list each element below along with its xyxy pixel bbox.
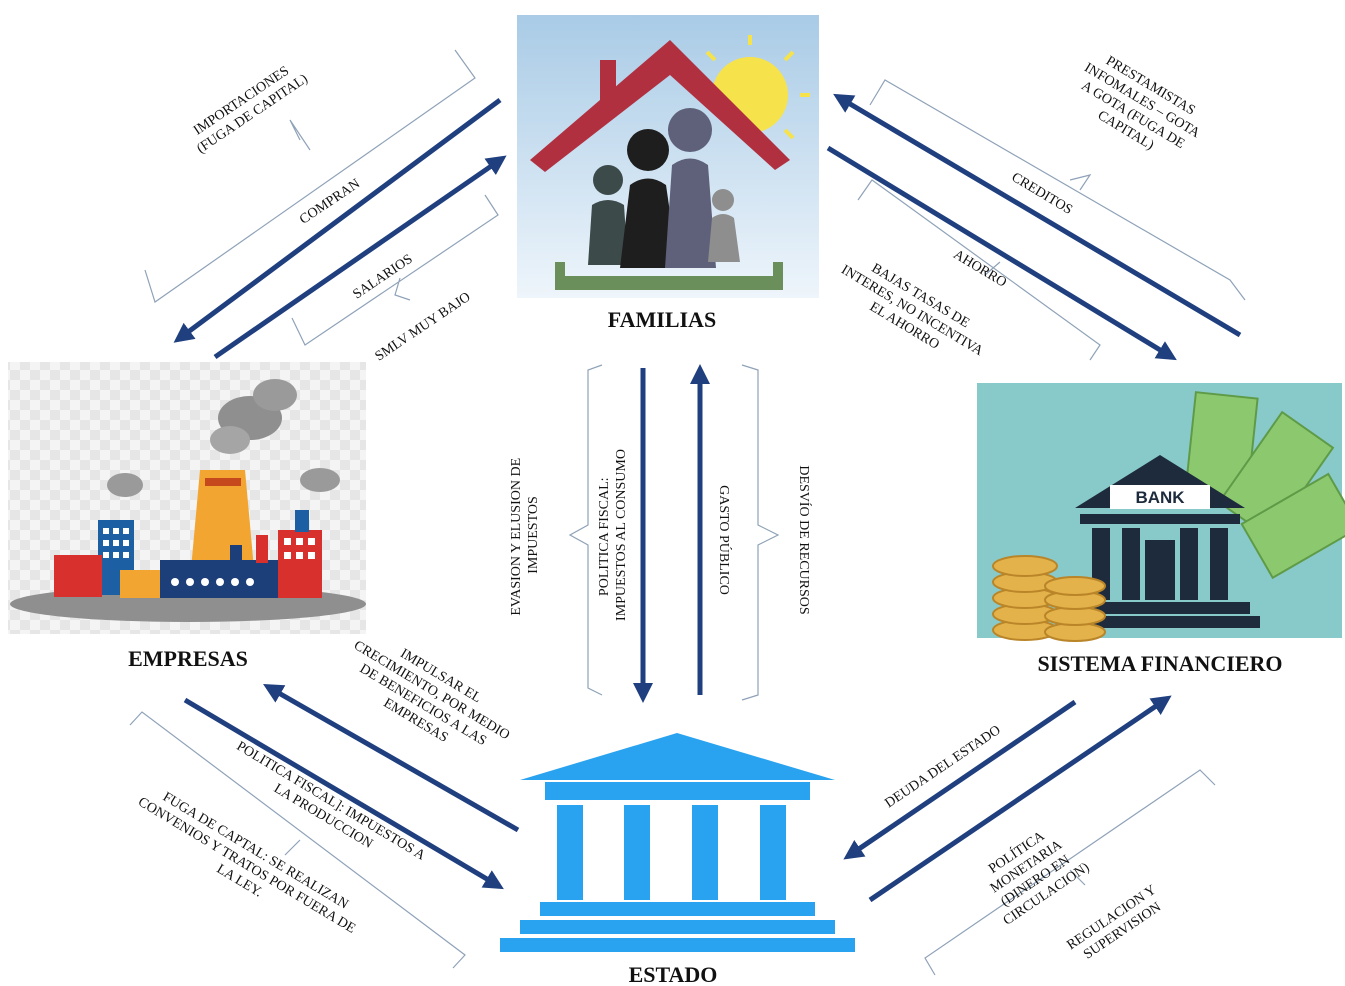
label-compran: COMPRAN: [297, 177, 363, 228]
empresas-illustration: [8, 362, 366, 634]
familias-illustration: [517, 15, 819, 298]
label-creditos: CREDITOS: [1009, 170, 1075, 218]
arrow-salarios: [213, 155, 507, 360]
label-desvio: DESVÍO DE RECURSOS: [796, 465, 813, 614]
brace-creditos: [869, 79, 1246, 301]
estado-illustration: [500, 733, 855, 952]
node-empresas-title: EMPRESAS: [128, 646, 248, 671]
node-sistema-financiero-title: SISTEMA FINANCIERO: [1037, 651, 1282, 676]
node-familias-title: FAMILIAS: [608, 307, 716, 332]
bank-sign: BANK: [1135, 488, 1185, 507]
brace-regulacion: [924, 769, 1216, 976]
arrow-importaciones: [173, 97, 502, 343]
arrow-creditos: [833, 93, 1242, 338]
roof-icon: [530, 40, 790, 172]
label-prestamistas: PRESTAMISTAS INFOMALES – GOTA A GOTA (FU…: [1064, 46, 1213, 172]
label-impulsar: IMPULSAR EL CRECIMIENTO, POR MEDIO DE BE…: [333, 624, 523, 775]
braces: [129, 49, 1246, 976]
arrow-ahorro: [826, 145, 1177, 361]
label-politica-consumo: POLITICA FISCAL: IMPUESTOS AL CONSUMO: [597, 449, 629, 621]
money-icon: [1183, 391, 1345, 580]
label-smlv: SMLV MUY BAJO: [373, 290, 474, 365]
brace-gasto-publico: [741, 364, 780, 701]
sistema-financiero-illustration: BANK: [977, 383, 1345, 642]
brace-ahorro: [857, 179, 1101, 361]
node-estado-title: ESTADO: [629, 962, 718, 986]
label-gasto-publico: GASTO PÚBLICO: [716, 485, 733, 595]
arrow-impuestos-produccion: [183, 697, 504, 890]
brace-fuga-captal: [129, 711, 466, 969]
brace-salarios: [291, 194, 499, 346]
label-regulacion: REGULACION Y SUPERVISION: [1064, 881, 1171, 967]
flow-arrows: [173, 93, 1242, 903]
coins-icon: [992, 555, 1106, 642]
label-evasion: EVASION Y ELUSION DE IMPUESTOS: [509, 454, 541, 615]
label-deuda: DEUDA DEL ESTADO: [882, 723, 1003, 811]
label-politica-monetaria: POLÍTICA MONETARIA (DINERO EN CIRCULACIO…: [971, 816, 1092, 929]
arrow-politica-monetaria: [868, 695, 1172, 903]
arrow-beneficios-empresas: [263, 684, 520, 833]
brace-impuestos-consumo: [568, 364, 603, 696]
brace-importaciones: [144, 49, 476, 303]
label-importaciones: IMPORTACIONES (FUGA DE CAPITAL): [185, 57, 311, 157]
arrow-deuda: [843, 699, 1077, 860]
